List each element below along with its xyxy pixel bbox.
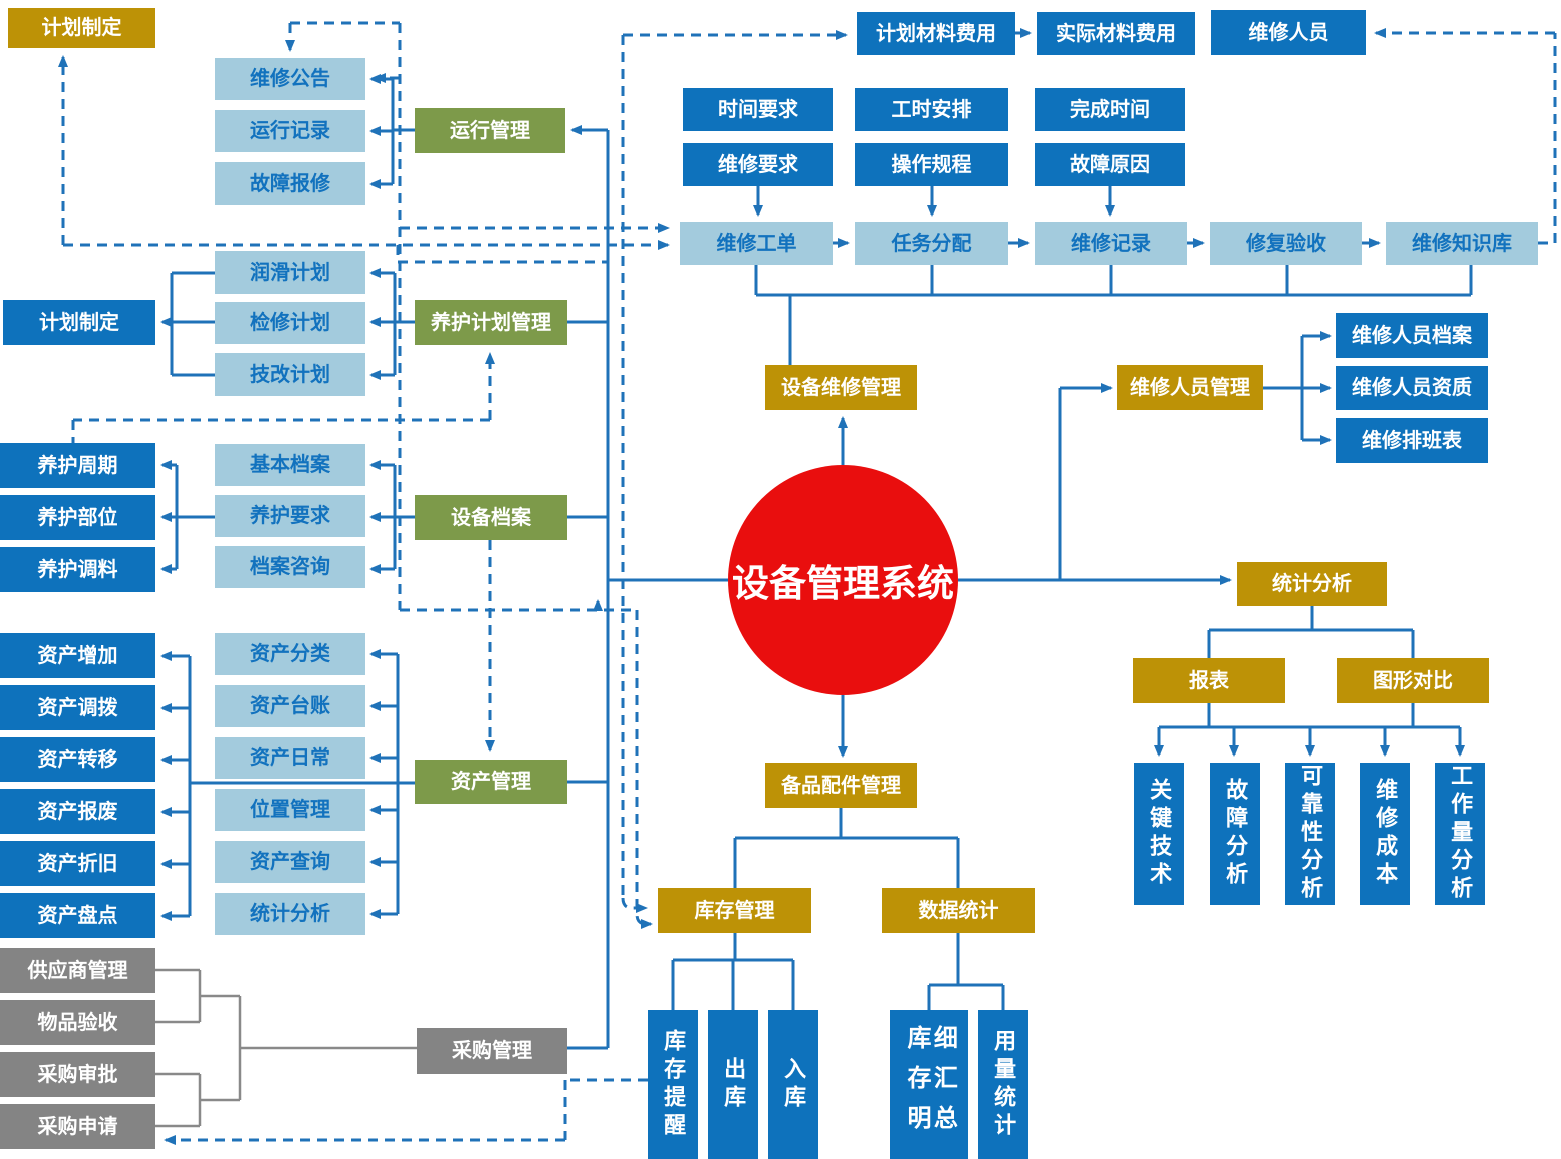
spare-parts-mgmt-node: 备品配件管理 (765, 763, 917, 808)
reliability-analysis-node: 可靠性分析 (1285, 763, 1335, 905)
archive-query-node: 档案咨询 (215, 546, 365, 588)
report-node: 报表 (1133, 658, 1285, 703)
maintenance-plan-mgmt-node: 养护计划管理 (415, 300, 567, 345)
task-assign-node: 任务分配 (855, 222, 1008, 265)
asset-mgmt-node: 资产管理 (415, 760, 567, 804)
graph-compare-node: 图形对比 (1337, 658, 1489, 703)
asset-transfer-node: 资产转移 (0, 737, 155, 782)
overhaul-plan-node: 检修计划 (215, 302, 365, 344)
fault-analysis-node: 故障分析 (1210, 763, 1260, 905)
asset-scrap-node: 资产报废 (0, 789, 155, 834)
repair-record-node: 维修记录 (1035, 222, 1187, 265)
maintenance-cycle-node: 养护周期 (0, 443, 155, 488)
stock-alert-node: 库存提醒 (648, 1010, 698, 1159)
maintenance-material-node: 养护调料 (0, 547, 155, 592)
asset-ledger-node: 资产台账 (215, 685, 365, 727)
repair-workorder-node: 维修工单 (680, 222, 833, 265)
purchase-approval-node: 采购审批 (0, 1052, 155, 1097)
modification-plan-node: 技改计划 (215, 353, 365, 396)
stock-out-node: 出库 (708, 1010, 758, 1159)
finish-time-node: 完成时间 (1035, 88, 1185, 131)
plan-making-node: 计划制定 (3, 300, 155, 345)
repair-knowledge-node: 维修知识库 (1386, 222, 1538, 265)
workhour-arrange-node: 工时安排 (855, 88, 1008, 131)
goods-acceptance-node: 物品验收 (0, 1000, 155, 1045)
purchase-mgmt-node: 采购管理 (417, 1028, 567, 1074)
maintenance-require-node: 养护要求 (215, 495, 365, 537)
supplier-mgmt-node: 供应商管理 (0, 948, 155, 993)
equipment-repair-mgmt-node: 设备维修管理 (765, 365, 917, 410)
stock-detail-node: 库存明细汇总 (890, 1010, 968, 1159)
system-core-circle: 设备管理系统 (728, 465, 958, 695)
data-stat-node: 数据统计 (882, 888, 1035, 933)
location-mgmt-node: 位置管理 (215, 789, 365, 831)
fault-cause-node: 故障原因 (1035, 143, 1185, 186)
workload-analysis-node: 工作量分析 (1435, 763, 1485, 905)
repair-acceptance-node: 修复验收 (1210, 222, 1362, 265)
asset-allocate-node: 资产调拨 (0, 685, 155, 730)
equipment-archive-node: 设备档案 (415, 495, 567, 540)
key-tech-node: 关键技术 (1134, 763, 1184, 905)
purchase-request-node: 采购申请 (0, 1104, 155, 1149)
repair-personnel-node: 维修人员 (1211, 10, 1366, 55)
operation-mgmt-node: 运行管理 (415, 108, 565, 153)
operation-procedure-node: 操作规程 (855, 143, 1008, 186)
repair-cost-node: 维修成本 (1360, 763, 1410, 905)
asset-depreciation-node: 资产折旧 (0, 841, 155, 886)
plan-making-top-node: 计划制定 (8, 8, 155, 48)
stat-analysis-node: 统计分析 (1237, 562, 1387, 606)
asset-inventory-node: 资产盘点 (0, 893, 155, 938)
asset-query-node: 资产查询 (215, 841, 365, 883)
stock-mgmt-node: 库存管理 (658, 888, 811, 933)
repair-personnel-mgmt-node: 维修人员管理 (1117, 365, 1263, 410)
asset-stat-analysis-node: 统计分析 (215, 893, 365, 935)
lubrication-plan-node: 润滑计划 (215, 251, 365, 294)
operation-record-node: 运行记录 (215, 110, 365, 152)
asset-classify-node: 资产分类 (215, 633, 365, 675)
usage-stat-node: 用量统计 (978, 1010, 1028, 1159)
repair-notice-node: 维修公告 (215, 58, 365, 100)
stock-in-node: 入库 (768, 1010, 818, 1159)
maintenance-part-node: 养护部位 (0, 495, 155, 540)
actual-material-cost-node: 实际材料费用 (1037, 12, 1195, 55)
basic-archive-node: 基本档案 (215, 444, 365, 486)
planned-material-cost-node: 计划材料费用 (857, 12, 1015, 55)
time-require-node: 时间要求 (683, 88, 833, 131)
fault-report-node: 故障报修 (215, 162, 365, 205)
asset-add-node: 资产增加 (0, 633, 155, 678)
asset-daily-node: 资产日常 (215, 737, 365, 779)
personnel-qualification-node: 维修人员资质 (1336, 366, 1488, 410)
personnel-archive-node: 维修人员档案 (1336, 313, 1488, 358)
repair-schedule-node: 维修排班表 (1336, 418, 1488, 463)
repair-require-node: 维修要求 (683, 143, 833, 186)
